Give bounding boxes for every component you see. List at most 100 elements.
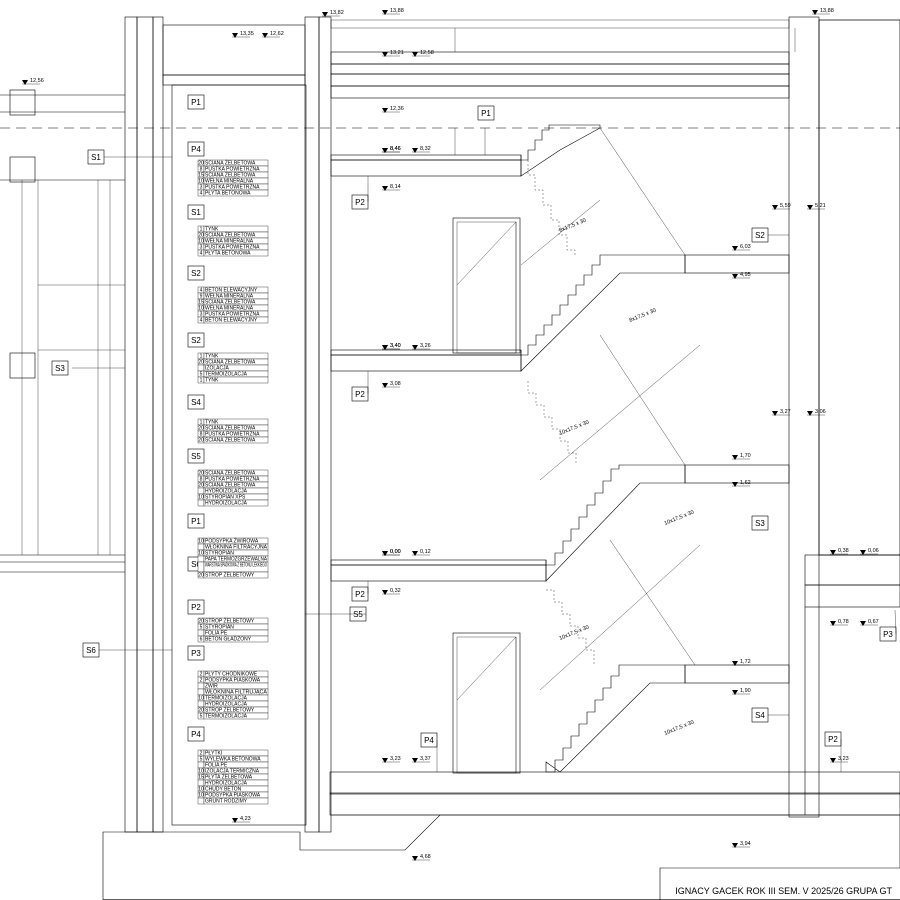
legend-thickness: 4 xyxy=(200,251,203,257)
level-value: 13,21 xyxy=(390,50,404,56)
level-value: 0,67 xyxy=(868,619,879,625)
legend-layer-name: HYDROIZOLACJA xyxy=(205,489,248,495)
section-tag: P3 xyxy=(879,626,897,642)
legend-thickness: 1 xyxy=(200,420,203,426)
legend-layer-name: ŻWIR xyxy=(205,683,218,690)
section-tag: P3 xyxy=(187,645,205,661)
section-tag: P2 xyxy=(824,731,842,747)
legend-thickness: 8 xyxy=(200,167,203,173)
level-mark: 8,46 xyxy=(382,146,401,153)
level-value: 13,88 xyxy=(390,8,404,14)
level-mark: 13,82 xyxy=(322,10,344,17)
legend-layer-name: FOLIA PE xyxy=(205,763,228,769)
stair-flight-label: 8x17,5 x 30 xyxy=(629,308,658,324)
legend-layer-name: WEŁNA MINERALNA xyxy=(205,179,254,185)
section-tag-label: P4 xyxy=(424,736,434,745)
legend-thickness: 20 xyxy=(198,233,204,239)
legend-layer-name: STROP ŻELBETOWY xyxy=(205,618,255,625)
section-tag: P1 xyxy=(187,513,205,529)
legend-thickness: 10 xyxy=(198,696,204,702)
legend-thickness: 8 xyxy=(200,432,203,438)
level-value: 3,40 xyxy=(390,343,401,349)
legend-thickness: 2 xyxy=(200,672,203,678)
legend-layer-name: PŁYTY CHODNIKOWE xyxy=(205,672,258,678)
level-mark: 3,37 xyxy=(412,756,431,763)
section-tag-label: S2 xyxy=(191,269,201,278)
legend-layer-name: PODSYPKA PIASKOWA xyxy=(205,678,261,684)
section-tag-label: S6 xyxy=(86,646,96,655)
legend-thickness: 10 xyxy=(198,787,204,793)
section-tag-label: P4 xyxy=(191,730,201,739)
legend-thickness: 10 xyxy=(198,179,204,185)
level-value: 4,95 xyxy=(740,272,751,278)
section-tag: S3 xyxy=(51,360,69,376)
level-mark: 12,62 xyxy=(262,31,284,38)
legend-layer-name: PŁYTKI xyxy=(205,751,222,757)
section-tag: S2 xyxy=(187,332,205,348)
level-mark: 3,23 xyxy=(830,756,849,763)
level-value: 3,27 xyxy=(780,409,791,415)
legend-thickness: 10 xyxy=(198,306,204,312)
level-mark: 0,00 xyxy=(382,549,401,556)
legend-layer-name: TYNK xyxy=(205,420,219,426)
legend-layer-name: STROP ŻELBETOWY xyxy=(205,572,255,579)
legend-layer-name: ŚCIANA ŻELBETOWA xyxy=(205,436,256,444)
section-tag-label: S6 xyxy=(191,560,201,569)
ground-foundation xyxy=(102,771,900,900)
legend-thickness: 20 xyxy=(198,483,204,489)
section-tag-label: P4 xyxy=(191,145,201,154)
legend-thickness: 20 xyxy=(198,161,204,167)
legend-thickness: 1 xyxy=(200,378,203,384)
level-value: 3,23 xyxy=(390,756,401,762)
legend-thickness: 10 xyxy=(198,495,204,501)
legend-layer-name: STYROPIAN xyxy=(205,625,234,631)
level-value: 0,00 xyxy=(390,549,401,555)
level-mark: 0,32 xyxy=(382,588,401,595)
roof-slab xyxy=(330,16,820,818)
level-mark: 3,26 xyxy=(412,343,431,350)
level-mark: 13,88 xyxy=(382,8,404,15)
legend-layer-name: WYLEWKA BETONOWA xyxy=(205,757,261,763)
section-tag: S2 xyxy=(187,265,205,281)
level-value: 3,37 xyxy=(420,756,431,762)
section-tag-label: P1 xyxy=(481,109,491,118)
section-tag: P2 xyxy=(351,386,369,402)
section-tag: P2 xyxy=(351,194,369,210)
level-mark: 0,06 xyxy=(860,548,879,555)
legend-thickness: 15 xyxy=(198,300,204,306)
section-tag: S6 xyxy=(82,642,100,658)
legend-thickness: 2 xyxy=(200,751,203,757)
legend-layer-name: PŁYTA BETONOWA xyxy=(205,251,251,257)
level-mark: 5,21 xyxy=(807,203,826,210)
stair-flight-label: 10x17,5 x 30 xyxy=(664,719,695,736)
level-value: 4,23 xyxy=(240,816,251,822)
section-tag: S3 xyxy=(751,515,769,531)
section-tag-label: P2 xyxy=(828,735,838,744)
auxiliary-lines xyxy=(331,28,806,816)
legend-thickness: 20 xyxy=(198,573,204,579)
level-value: 0,38 xyxy=(838,548,849,554)
section-tag-label: P2 xyxy=(191,603,201,612)
level-value: 0,32 xyxy=(390,588,401,594)
legend-thickness: 15 xyxy=(198,173,204,179)
section-tag-label: P3 xyxy=(191,649,201,658)
stair-flights xyxy=(520,124,701,773)
level-value: 1,62 xyxy=(740,480,751,486)
section-tag-label: S4 xyxy=(755,711,765,720)
legend-layer-name: CHUDY BETON xyxy=(205,787,242,793)
level-mark: 1,62 xyxy=(732,480,751,487)
level-mark: 13,21 xyxy=(382,50,404,57)
legend-thickness: 1 xyxy=(200,354,203,360)
section-tag-label: P1 xyxy=(191,98,201,107)
legend-thickness: 20 xyxy=(198,360,204,366)
leader-line xyxy=(894,609,897,635)
legend-layer-name: HYDROIZOLACJA xyxy=(205,501,248,507)
